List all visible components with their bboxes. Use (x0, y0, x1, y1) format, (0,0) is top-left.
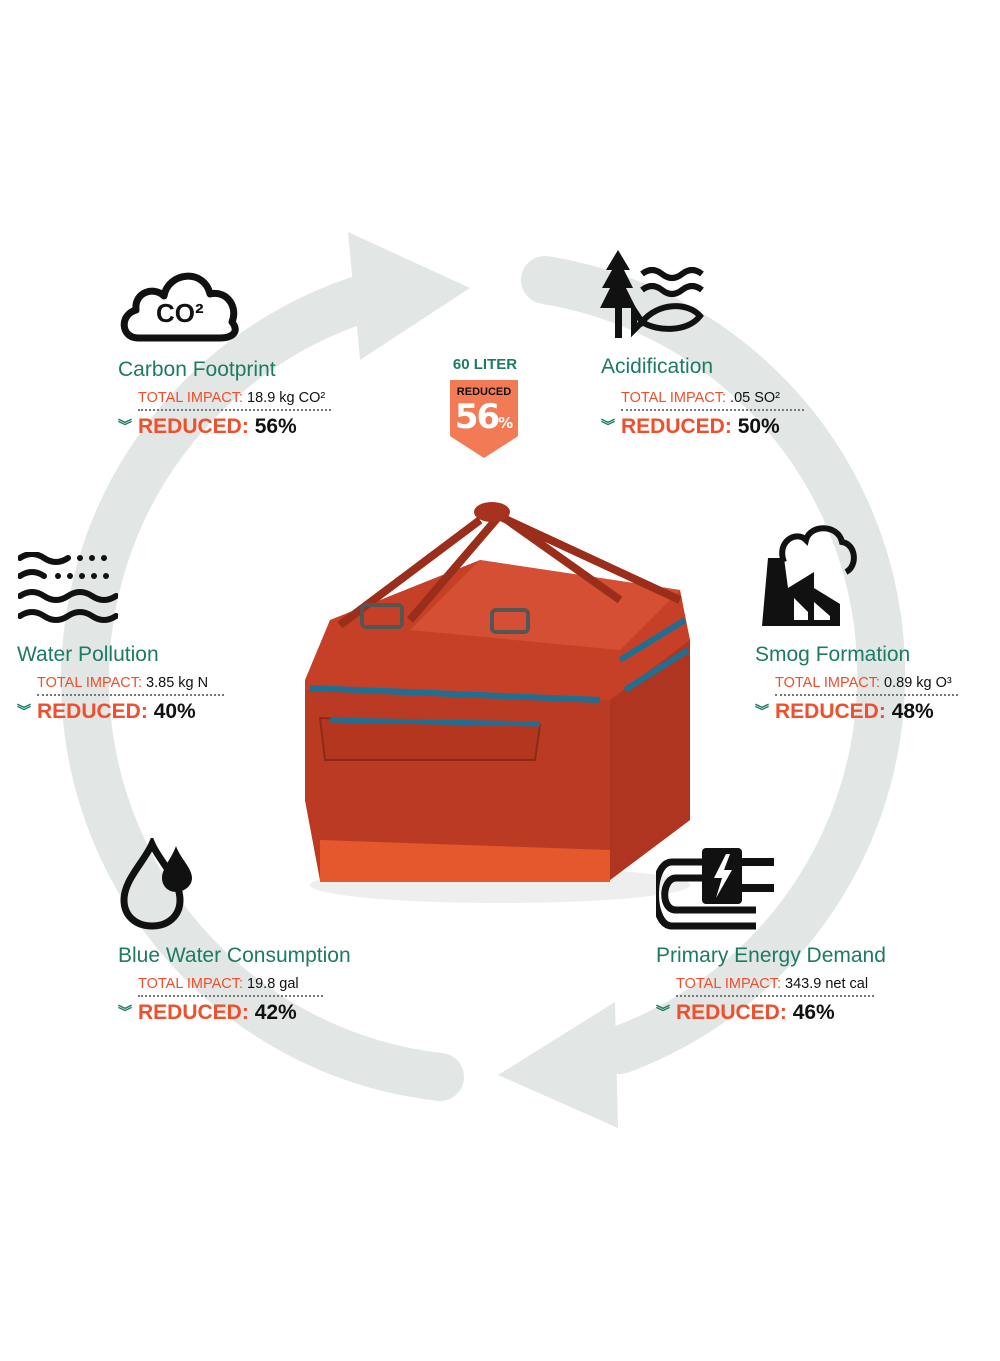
total-impact: TOTAL IMPACT: 3.85 kg N (37, 675, 225, 696)
chevron-down-icon: ︾ (17, 703, 31, 719)
reduced-value: 42% (254, 1001, 297, 1024)
reduced: ︾ REDUCED: 42% (118, 1001, 351, 1025)
impact-title: Carbon Footprint (118, 358, 276, 381)
reduced-label: REDUCED: (37, 700, 148, 723)
impact-carbon-footprint: Carbon Footprint TOTAL IMPACT: 18.9 kg C… (118, 358, 332, 439)
total-impact-value: 3.85 kg N (146, 675, 209, 691)
total-impact-value: .05 SO² (730, 390, 781, 406)
impact-title: Acidification (601, 355, 714, 378)
total-impact-label: TOTAL IMPACT: (676, 976, 782, 992)
total-impact-label: TOTAL IMPACT: (621, 390, 727, 406)
reduced-label: REDUCED: (138, 1001, 249, 1024)
reduced-value: 56% (254, 415, 297, 438)
impact-blue-water-consumption: Blue Water Consumption TOTAL IMPACT: 19.… (118, 944, 351, 1025)
impact-water-pollution: Water Pollution TOTAL IMPACT: 3.85 kg N … (17, 643, 225, 724)
badge-number: 56 (454, 397, 500, 437)
impact-acidification: Acidification TOTAL IMPACT: .05 SO² ︾ RED… (601, 355, 805, 439)
water-drops-icon (120, 838, 192, 930)
chevron-down-icon: ︾ (601, 418, 615, 434)
co2-cloud-icon: CO² (120, 272, 239, 342)
impact-title: Smog Formation (755, 643, 911, 666)
reduced: ︾ REDUCED: 46% (656, 1001, 886, 1025)
badge-value: 56% (450, 398, 518, 442)
chevron-down-icon: ︾ (118, 1004, 132, 1020)
cycle-arc-right (521, 256, 906, 1074)
arrowhead-top-icon (348, 232, 470, 360)
reduced-value: 50% (737, 415, 780, 438)
total-impact-value: 343.9 net cal (785, 976, 869, 992)
reduced-value: 48% (891, 700, 934, 723)
power-plug-icon (656, 848, 774, 930)
reduced: ︾ REDUCED: 50% (601, 415, 804, 439)
reduced-value: 46% (792, 1001, 835, 1024)
badge-shield: REDUCED 56% (450, 380, 518, 458)
total-impact: TOTAL IMPACT: 343.9 net cal (676, 976, 875, 997)
reduced: ︾ REDUCED: 48% (755, 700, 958, 724)
co2-text: CO² (156, 298, 204, 328)
tree-fish-icon (600, 250, 704, 338)
factory-smog-icon (762, 525, 857, 626)
reduced: ︾ REDUCED: 40% (17, 700, 224, 724)
impact-primary-energy-demand: Primary Energy Demand TOTAL IMPACT: 343.… (656, 944, 886, 1025)
reduced-label: REDUCED: (138, 415, 249, 438)
badge-label: REDUCED (456, 386, 512, 398)
impact-title: Primary Energy Demand (656, 944, 886, 967)
total-impact-label: TOTAL IMPACT: (37, 675, 143, 691)
reduction-badge: 60 LITER REDUCED 56% (450, 356, 520, 458)
cycle-arc-left (61, 267, 464, 1101)
reduced-value: 40% (153, 700, 196, 723)
total-impact-label: TOTAL IMPACT: (138, 390, 244, 406)
chevron-down-icon: ︾ (755, 703, 769, 719)
reduced: ︾ REDUCED: 56% (118, 415, 331, 439)
impact-title: Water Pollution (17, 643, 159, 666)
arrowhead-bottom-icon (498, 1002, 618, 1128)
total-impact-value: 0.89 kg O³ (884, 675, 952, 691)
total-impact: TOTAL IMPACT: 19.8 gal (138, 976, 323, 997)
total-impact-value: 19.8 gal (247, 976, 299, 992)
reduced-label: REDUCED: (676, 1001, 787, 1024)
impact-smog-formation: Smog Formation TOTAL IMPACT: 0.89 kg O³ … (755, 643, 958, 724)
chevron-down-icon: ︾ (656, 1004, 670, 1020)
chevron-down-icon: ︾ (118, 418, 132, 434)
polluted-water-icon (18, 552, 118, 623)
total-impact: TOTAL IMPACT: 0.89 kg O³ (775, 675, 958, 696)
total-impact: TOTAL IMPACT: 18.9 kg CO² (138, 390, 332, 411)
reduced-label: REDUCED: (621, 415, 732, 438)
total-impact: TOTAL IMPACT: .05 SO² (621, 390, 805, 411)
badge-unit: % (498, 414, 514, 432)
badge-size: 60 LITER (452, 356, 518, 373)
total-impact-label: TOTAL IMPACT: (775, 675, 881, 691)
reduced-label: REDUCED: (775, 700, 886, 723)
total-impact-value: 18.9 kg CO² (247, 390, 326, 406)
impact-title: Blue Water Consumption (118, 944, 351, 967)
total-impact-label: TOTAL IMPACT: (138, 976, 244, 992)
duffel-bag-image (305, 502, 690, 903)
